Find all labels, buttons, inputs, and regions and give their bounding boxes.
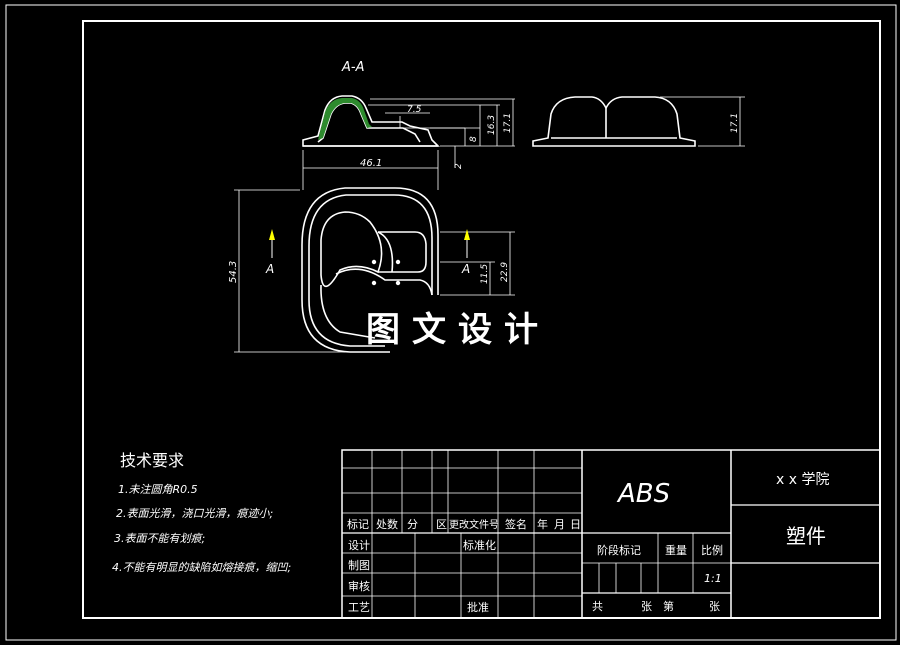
dim-54-3: 54.3 <box>228 261 239 283</box>
dim-16-3: 16.3 <box>487 115 497 135</box>
label-design: 设计 <box>348 539 370 552</box>
dim-8: 8 <box>469 136 479 142</box>
label-stage-mark: 阶段标记 <box>597 543 641 557</box>
section-mark-left: A <box>265 262 274 276</box>
label-page-no: 第 <box>663 599 674 613</box>
plan-outer-contour <box>301 187 439 353</box>
scale-value: 1:1 <box>704 572 722 585</box>
tech-requirements-title: 技术要求 <box>120 451 184 470</box>
plan-dimension-lines <box>234 189 515 353</box>
section-label: A-A <box>341 60 364 75</box>
outer-frame <box>5 4 897 641</box>
tech-requirement-1: 1.未注圆角R0.5 <box>118 483 198 496</box>
side-outer-profile <box>532 96 696 147</box>
header-zone: 区 <box>436 518 447 531</box>
plan-lobe-divider <box>377 231 394 273</box>
side-view <box>532 96 696 147</box>
dim-17-1-right: 17.1 <box>730 113 740 133</box>
tech-requirement-4: 4.不能有明显的缺陷如熔接痕，缩凹; <box>112 561 291 574</box>
label-scale: 比例 <box>701 543 723 557</box>
section-outer-profile <box>302 95 440 147</box>
header-day: 日 <box>570 518 581 531</box>
section-dimension-lines <box>302 98 515 190</box>
tech-requirement-3: 3.表面不能有划痕; <box>114 532 205 545</box>
tech-requirement-2: 2.表面光滑，浇口光滑，痕迹小; <box>116 507 273 520</box>
label-approve: 批准 <box>467 600 489 614</box>
plan-outer-contour-inner <box>308 194 433 347</box>
header-mark: 标记 <box>347 517 369 531</box>
section-arrow-right <box>464 229 470 240</box>
dim-11-5: 11.5 <box>480 264 490 284</box>
header-signature: 签名 <box>505 517 527 531</box>
label-process: 工艺 <box>348 601 370 614</box>
plan-view <box>301 187 439 353</box>
dim-46-1: 46.1 <box>360 158 382 169</box>
label-drawing: 制图 <box>348 559 370 572</box>
plan-lower-cavity <box>320 284 376 339</box>
label-standardize: 标准化 <box>463 538 496 552</box>
header-year: 年 <box>537 517 548 531</box>
plan-upper-lobe <box>320 211 383 288</box>
school-name: x x 学院 <box>776 472 829 488</box>
side-dimension-lines <box>660 96 745 147</box>
plan-lower-lobe <box>335 268 433 296</box>
dim-7-5: 7.5 <box>407 105 422 115</box>
part-name: 塑件 <box>786 524 826 548</box>
section-arrow-left <box>269 229 275 240</box>
material-label: ABS <box>616 479 670 509</box>
label-weight: 重量 <box>665 543 687 557</box>
section-arrows <box>269 229 470 258</box>
label-review: 审核 <box>348 579 370 593</box>
header-section: 分 <box>407 518 418 531</box>
dim-17-1-left: 17.1 <box>503 113 513 133</box>
plan-holes <box>371 259 401 286</box>
section-mark-right: A <box>461 262 470 276</box>
label-sheets: 张 <box>641 600 652 613</box>
header-count: 处数 <box>376 518 398 531</box>
dim-22-9: 22.9 <box>500 262 510 282</box>
header-month: 月 <box>554 518 565 531</box>
header-change-doc: 更改文件号 <box>449 518 499 531</box>
plan-right-pocket <box>378 231 427 273</box>
label-total: 共 <box>592 600 603 613</box>
title-block <box>341 449 881 619</box>
watermark: 图文设计 <box>366 310 550 350</box>
label-sheet: 张 <box>709 600 720 613</box>
section-hatch <box>318 98 372 140</box>
dim-2: 2 <box>454 163 464 169</box>
